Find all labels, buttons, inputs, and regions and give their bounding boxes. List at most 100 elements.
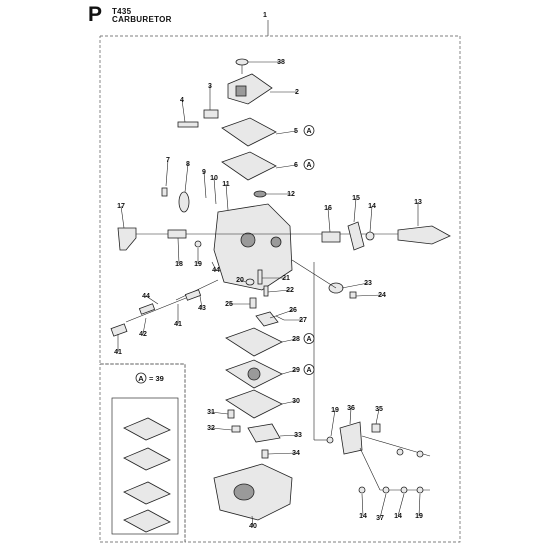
callout-leader — [251, 515, 254, 527]
callout-leader — [239, 279, 247, 283]
callout-c8: 8 — [186, 161, 190, 168]
callout-c44b: 44 — [142, 293, 150, 300]
choke-bore — [270, 236, 282, 248]
callout-leader — [279, 434, 299, 437]
callout-c16: 16 — [324, 205, 332, 212]
callout-c32: 32 — [207, 425, 215, 432]
part-32 — [231, 425, 241, 433]
callout-leader — [181, 99, 186, 123]
needle-21 — [257, 269, 263, 285]
callout-leader — [275, 130, 297, 135]
callout-c17: 17 — [117, 203, 125, 210]
lever-15 — [347, 221, 365, 251]
callout-leader — [397, 493, 405, 517]
section-letter: P — [88, 3, 103, 26]
callout-c9: 9 — [202, 169, 206, 176]
callout-leader — [355, 294, 383, 297]
callout-c13: 13 — [414, 199, 422, 206]
callout-c36: 36 — [347, 405, 355, 412]
callout-c14b: 14 — [359, 513, 367, 520]
spring-3 — [203, 109, 219, 119]
kit-badge-icon — [303, 159, 315, 170]
callout-leader — [210, 411, 229, 415]
callout-leader — [281, 369, 297, 375]
screw-4 — [177, 121, 199, 128]
callout-leader — [142, 317, 147, 335]
assembly-number: 1 — [263, 12, 267, 19]
callout-c25: 25 — [225, 301, 233, 308]
spring-18 — [167, 229, 187, 239]
callout-leader — [269, 309, 294, 319]
carburetor-body — [213, 203, 293, 291]
kit-badge-letter: A — [306, 128, 311, 135]
kit-marker-icon — [135, 372, 147, 384]
callout-c40: 40 — [249, 523, 257, 530]
kit-marker-letter: A — [138, 374, 144, 383]
callout-leader — [210, 427, 233, 431]
diaphragm-6 — [221, 151, 277, 181]
throttle-bore — [240, 232, 256, 248]
callout-c24: 24 — [378, 292, 386, 299]
callout-c5: 5 — [294, 128, 298, 135]
kit-badge-icon — [303, 333, 315, 344]
callout-leader — [225, 183, 229, 211]
screw-7 — [161, 187, 168, 197]
callout-c41a: 41 — [174, 321, 182, 328]
screw-38 — [235, 58, 249, 74]
callout-leader — [120, 205, 125, 229]
callout-c19b: 19 — [331, 407, 339, 414]
callout-leader — [369, 205, 373, 233]
callout-c44a: 44 — [212, 267, 220, 274]
callout-c38: 38 — [277, 59, 285, 66]
callout-c35: 35 — [375, 406, 383, 413]
callout-leader — [361, 493, 364, 517]
callout-leader — [275, 164, 297, 169]
callout-c20: 20 — [236, 277, 244, 284]
kit-equals-label: = 39 — [149, 374, 164, 383]
pump-cover-2 — [227, 73, 273, 105]
lever-36 — [339, 421, 363, 455]
callout-c33: 33 — [294, 432, 302, 439]
callout-leader — [211, 261, 217, 271]
callout-leader — [145, 295, 159, 305]
washer-19 — [194, 240, 202, 248]
callout-leader — [281, 400, 297, 405]
kit-badge-icon — [303, 364, 315, 375]
callout-leader — [341, 282, 369, 289]
callout-c2: 2 — [295, 89, 299, 96]
adjust-needle-high — [175, 279, 219, 301]
model-number: T435 — [112, 7, 132, 16]
callout-c12: 12 — [287, 191, 295, 198]
callout-c26: 26 — [289, 307, 297, 314]
callout-leader — [418, 493, 421, 517]
callout-c14c: 14 — [394, 513, 402, 520]
callout-c31: 31 — [207, 409, 215, 416]
callout-c14a: 14 — [368, 203, 376, 210]
adjust-needle-low — [125, 297, 187, 323]
callout-leader — [349, 407, 352, 425]
washer-14 — [365, 231, 375, 241]
callout-c18: 18 — [175, 261, 183, 268]
callout-c41b: 41 — [114, 349, 122, 356]
callout-leader — [267, 452, 297, 455]
screw-34 — [261, 449, 269, 459]
callout-leader — [353, 197, 357, 223]
callout-leader — [184, 163, 189, 193]
callout-leader — [199, 295, 203, 309]
callout-leader — [267, 289, 291, 293]
screw-24 — [349, 291, 357, 299]
kit-badge-letter: A — [306, 336, 311, 343]
callout-c19c: 19 — [415, 513, 423, 520]
callout-leader — [327, 207, 331, 233]
screw-25 — [249, 297, 257, 309]
callout-c29: 29 — [292, 367, 300, 374]
callout-c27: 27 — [299, 317, 307, 324]
callout-c28: 28 — [292, 336, 300, 343]
callout-c4: 4 — [180, 97, 184, 104]
lever-26 — [255, 311, 279, 327]
clip-12 — [253, 190, 267, 198]
callout-c6: 6 — [294, 162, 298, 169]
callout-leader — [330, 409, 336, 437]
